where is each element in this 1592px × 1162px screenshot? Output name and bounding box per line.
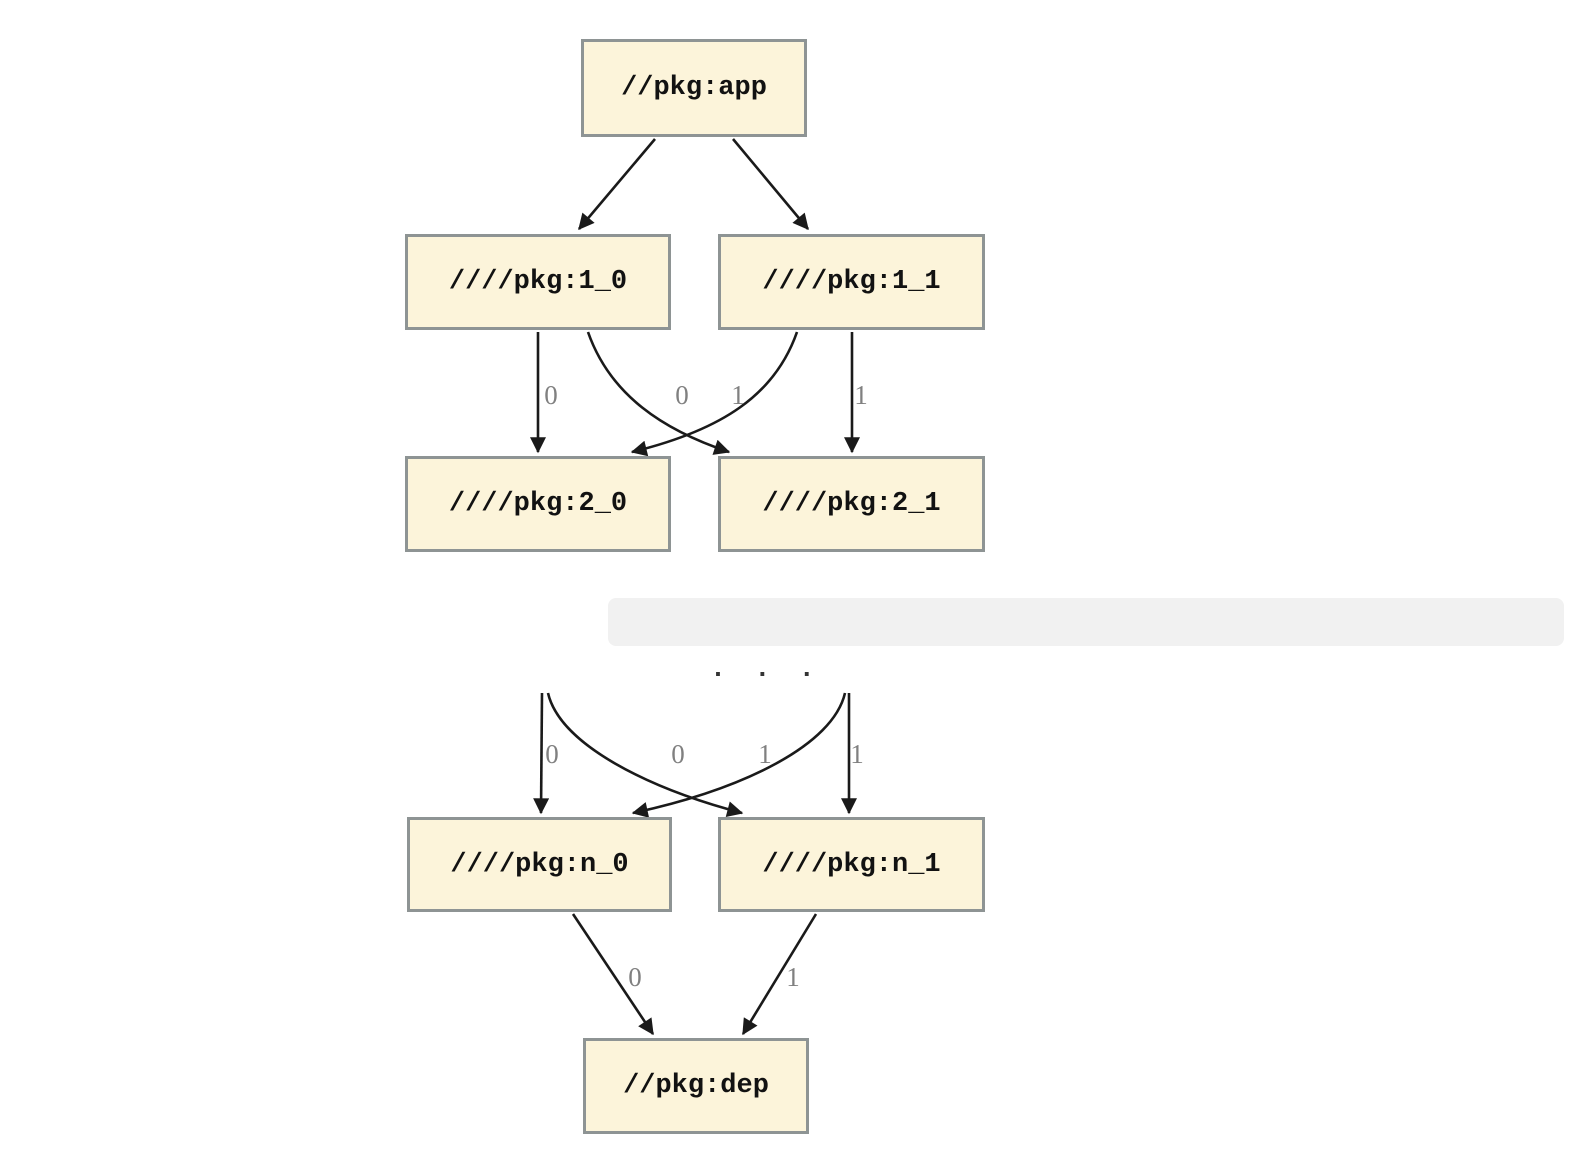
- edge-label-1_0-2_1: 1: [731, 380, 745, 410]
- node-label: ////pkg:2_0: [448, 489, 628, 519]
- edge-1_0-to-2_1: [586, 331, 731, 455]
- edge-app-to-1_1: [732, 138, 809, 230]
- edge-above-left-to-n_0: [533, 692, 550, 815]
- edge-label-above-left-n_1: 1: [758, 739, 772, 769]
- ellipsis-text: . . .: [709, 655, 821, 685]
- edge-1_1-to-2_0: [630, 331, 799, 457]
- edge-label-n_0-dep: 0: [628, 962, 642, 992]
- edge-n_0-to-dep: [571, 913, 655, 1036]
- node-pkg-1_1: ////pkg:1_1: [718, 234, 985, 330]
- node-label: ////pkg:1_0: [448, 267, 628, 297]
- node-pkg-n_1: ////pkg:n_1: [718, 817, 985, 912]
- edge-label-above-left-n_0: 0: [545, 739, 559, 769]
- node-pkg-1_0: ////pkg:1_0: [405, 234, 671, 330]
- edge-label-1_1-2_1: 1: [854, 380, 868, 410]
- node-pkg-dep: //pkg:dep: [583, 1038, 809, 1134]
- edge-app-to-1_0: [578, 138, 656, 230]
- edge-label-above-right-n_0: 0: [671, 739, 685, 769]
- node-pkg-2_1: ////pkg:2_1: [718, 456, 985, 552]
- node-label: ////pkg:2_1: [762, 489, 941, 519]
- ellipsis-band: . . .: [608, 598, 1564, 685]
- edge-label-above-right-n_1: 1: [850, 739, 864, 769]
- node-label: //pkg:app: [621, 73, 767, 103]
- edge-label-n_1-dep: 1: [786, 962, 800, 992]
- node-label: ////pkg:n_1: [762, 849, 941, 880]
- node-label: ////pkg:n_0: [450, 849, 629, 880]
- node-pkg-n_0: ////pkg:n_0: [407, 817, 672, 912]
- node-label: //pkg:dep: [623, 1071, 769, 1101]
- edge-label-1_1-2_0: 0: [675, 380, 689, 410]
- edge-above-left-to-n_1: [546, 692, 744, 818]
- edge-above-right-to-n_0: [631, 692, 847, 818]
- node-label: ////pkg:1_1: [762, 267, 941, 297]
- edge-label-1_0-2_0: 0: [544, 380, 558, 410]
- node-pkg-app: //pkg:app: [581, 39, 807, 137]
- edge-n_1-to-dep: [741, 913, 818, 1036]
- node-pkg-2_0: ////pkg:2_0: [405, 456, 671, 552]
